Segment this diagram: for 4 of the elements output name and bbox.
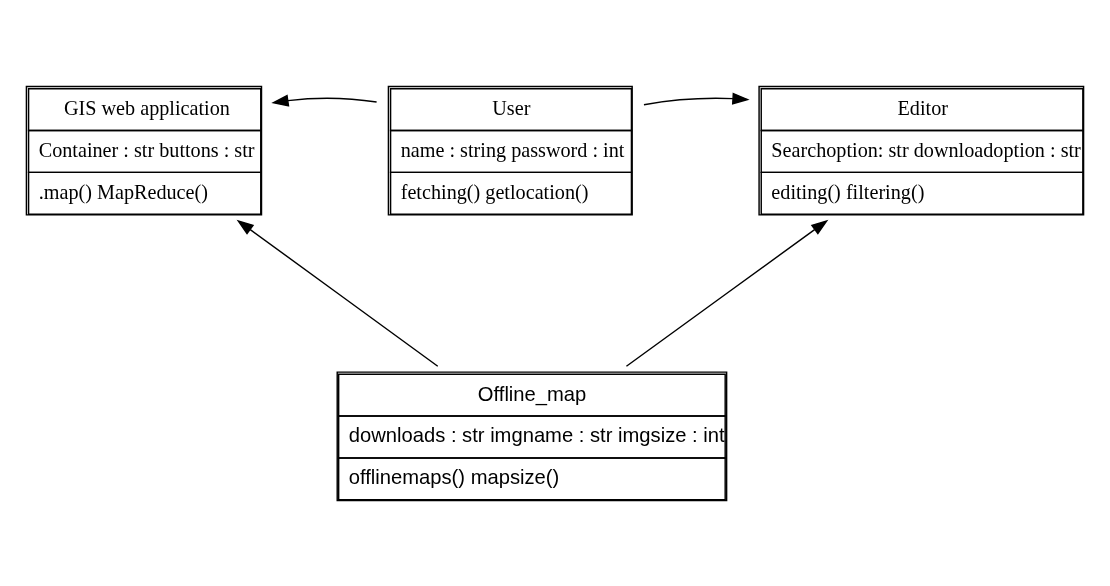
arrow xyxy=(271,94,378,107)
arrow xyxy=(643,92,750,105)
arrow xyxy=(236,219,439,367)
arrow xyxy=(625,219,829,367)
